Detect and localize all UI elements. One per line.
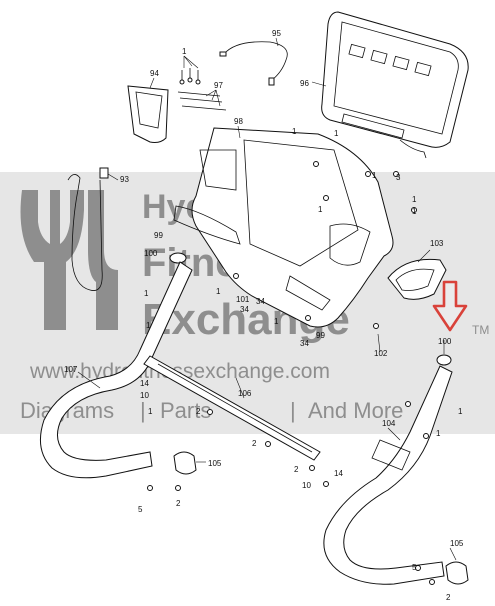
- fasteners: [147, 161, 435, 585]
- cup-holder-right-part: [387, 258, 447, 300]
- callout-10-right: 10: [302, 481, 311, 490]
- callout-101: 101: [236, 295, 250, 304]
- callout-2-d: 2: [176, 499, 181, 508]
- callout-2-e: 2: [446, 593, 451, 602]
- callout-106: 106: [238, 389, 252, 398]
- callout-1-k: 1: [148, 407, 153, 416]
- end-caps: [169, 252, 452, 366]
- callout-14-right: 14: [334, 469, 343, 478]
- callout-100-left: 100: [144, 249, 158, 258]
- callout-95: 95: [272, 29, 281, 38]
- callout-5-right: 5: [412, 563, 417, 572]
- callout-99-right: 99: [316, 331, 325, 340]
- console-display-part: [321, 11, 469, 159]
- callout-96: 96: [300, 79, 309, 88]
- bottom-end-caps: [173, 451, 469, 585]
- callout-14-left: 14: [140, 379, 149, 388]
- watermark-tagline-sep2: |: [290, 398, 296, 423]
- callout-2-a: 2: [196, 407, 201, 416]
- callout-34-a: 34: [256, 297, 265, 306]
- callout-1-j: 1: [146, 321, 151, 330]
- callout-2-c: 2: [294, 465, 299, 474]
- callout-2-b: 2: [252, 439, 257, 448]
- callout-104: 104: [382, 419, 396, 428]
- bracket-part: [67, 167, 109, 291]
- callout-102: 102: [374, 349, 388, 358]
- callout-1-top: 1: [182, 47, 187, 56]
- callout-34-c: 34: [300, 339, 309, 348]
- watermark-tagline-and-more: And More: [308, 398, 403, 423]
- callout-1-h: 1: [144, 289, 149, 298]
- callout-1-c: 1: [372, 171, 377, 180]
- callout-3: 3: [396, 173, 401, 182]
- watermark-tagline-sep1: |: [140, 398, 146, 423]
- callout-103: 103: [430, 239, 444, 248]
- callout-105-right: 105: [450, 539, 464, 548]
- callout-1-m: 1: [436, 429, 441, 438]
- callout-1-f: 1: [412, 207, 417, 216]
- leader-lines: [77, 37, 457, 561]
- screws-cluster-top: [177, 68, 227, 111]
- callout-97: 97: [214, 81, 223, 90]
- callout-98: 98: [234, 117, 243, 126]
- watermark-trademark: TM: [472, 323, 489, 337]
- console-frame-part: [173, 127, 394, 328]
- right-handlebar-part: [323, 365, 453, 585]
- callout-1-l: 1: [458, 407, 463, 416]
- callout-10-left: 10: [140, 391, 149, 400]
- callout-94: 94: [150, 69, 159, 78]
- callout-5-left: 5: [138, 505, 143, 514]
- callout-100-right: 100: [438, 337, 452, 346]
- callout-107: 107: [64, 365, 78, 374]
- callout-1-e: 1: [412, 195, 417, 204]
- left-handlebar-part: [39, 261, 193, 479]
- watermark-tagline-parts: Parts: [160, 398, 211, 423]
- callout-105-left: 105: [208, 459, 222, 468]
- highlight-arrow-icon: [432, 280, 468, 332]
- cable-part: [219, 41, 288, 86]
- callout-1-g: 1: [216, 287, 221, 296]
- callout-93: 93: [120, 175, 129, 184]
- callout-34-b: 34: [240, 305, 249, 314]
- callout-1-i: 1: [274, 317, 279, 326]
- crossbar-part: [143, 355, 321, 461]
- callout-1-d: 1: [318, 205, 323, 214]
- callout-1-a: 1: [292, 127, 297, 136]
- watermark-logo-icon: [20, 190, 118, 330]
- callout-1-b: 1: [334, 129, 339, 138]
- callout-labels: 95 1 94 97 96 98 93 1 1 1 1 3 99 100 103…: [64, 29, 464, 602]
- callout-99-left: 99: [154, 231, 163, 240]
- cup-holder-left-part: [127, 85, 169, 143]
